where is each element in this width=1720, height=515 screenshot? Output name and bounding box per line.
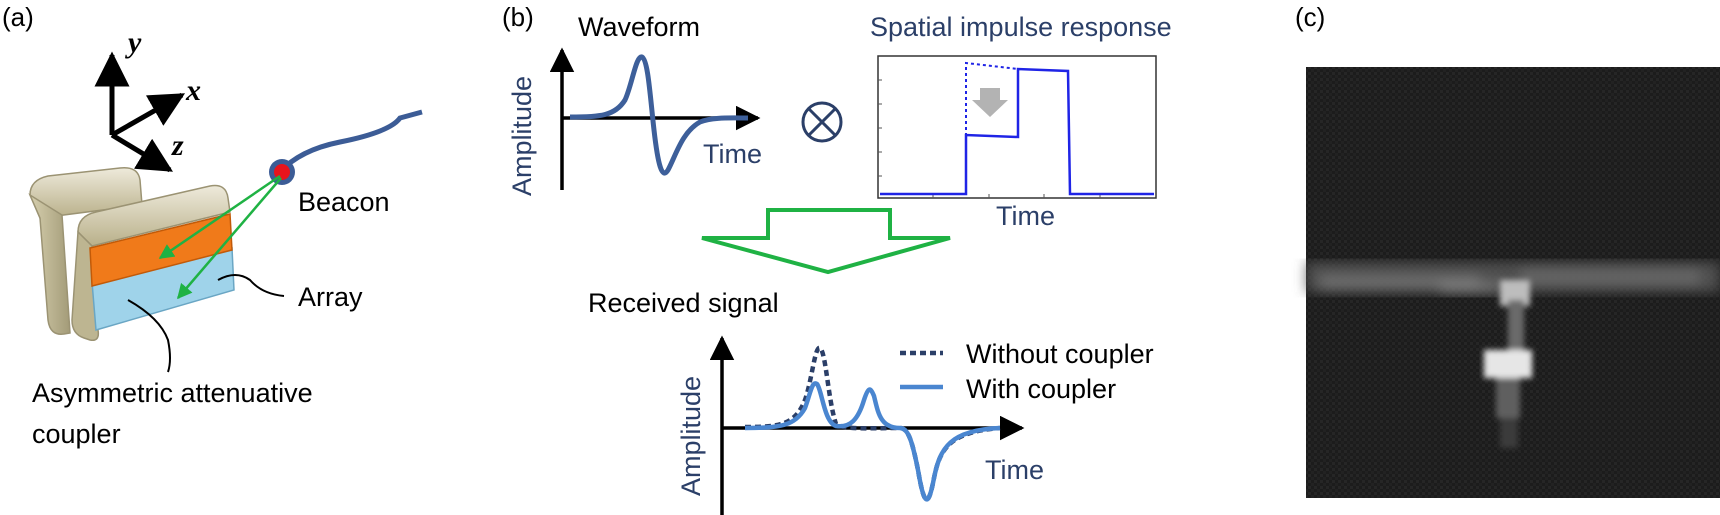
panel-c: (c) [1295, 2, 1720, 498]
sir-xlabel: Time [996, 201, 1055, 231]
panel-a-label: (a) [2, 2, 34, 32]
convolution-operator [801, 101, 843, 143]
waveform-plot: Waveform Amplitude Time [507, 12, 762, 196]
waveform-curve [569, 54, 749, 176]
z-axis-arrow [110, 132, 173, 173]
beacon-label: Beacon [298, 187, 390, 217]
flow-arrow-icon [701, 208, 951, 275]
waveform-ylabel: Amplitude [507, 76, 537, 196]
beacon-cable [278, 109, 423, 174]
legend-without-label: Without coupler [966, 339, 1154, 369]
probe-back-side [28, 193, 71, 335]
coupler-leader-line [127, 299, 171, 373]
waveform-title: Waveform [578, 12, 700, 42]
coupler-label-line1: Asymmetric attenuative [32, 378, 313, 408]
coupler-label-line2: coupler [32, 419, 121, 449]
convolve-circle [801, 101, 843, 143]
received-signal-plot: Received signal Amplitude Time Without c… [588, 288, 1154, 515]
transducer-probe [28, 167, 235, 342]
coordinate-axes: y x z [94, 26, 201, 173]
ultrasound-image [1306, 67, 1720, 498]
waveform-xlabel: Time [703, 139, 762, 169]
sir-ticks [878, 79, 1101, 198]
array-label: Array [298, 282, 363, 312]
x-axis-arrow [110, 92, 186, 138]
ray-arrow-lower [177, 177, 282, 300]
array-leader-line [217, 274, 285, 297]
sir-solid-curve [880, 67, 1154, 196]
legend-with-label: With coupler [966, 374, 1116, 404]
x-axis-label: x [185, 74, 201, 107]
received-legend: Without coupler With coupler [900, 339, 1154, 404]
probe-back-top [29, 167, 143, 219]
ray-arrow-upper [158, 174, 281, 260]
probe-front-top [77, 184, 231, 247]
panel-c-label: (c) [1295, 2, 1325, 32]
z-axis-label: z [171, 129, 184, 162]
panel-a: (a) y x z Beacon [2, 2, 423, 449]
sir-title: Spatial impulse response [870, 12, 1172, 42]
convolve-cross-b [807, 107, 837, 137]
received-ylabel: Amplitude [676, 376, 706, 496]
down-arrow-icon [972, 88, 1008, 117]
bright-target [1484, 280, 1532, 448]
received-title: Received signal [588, 288, 779, 318]
y-axis-label: y [125, 26, 142, 59]
panel-b: (b) Waveform Amplitude Time Spatial impu… [502, 2, 1172, 515]
panel-b-label: (b) [502, 2, 534, 32]
received-xlabel: Time [985, 455, 1044, 485]
with-coupler-curve [744, 381, 1001, 502]
spatial-impulse-response-plot: Spatial impulse response Time [870, 12, 1172, 231]
